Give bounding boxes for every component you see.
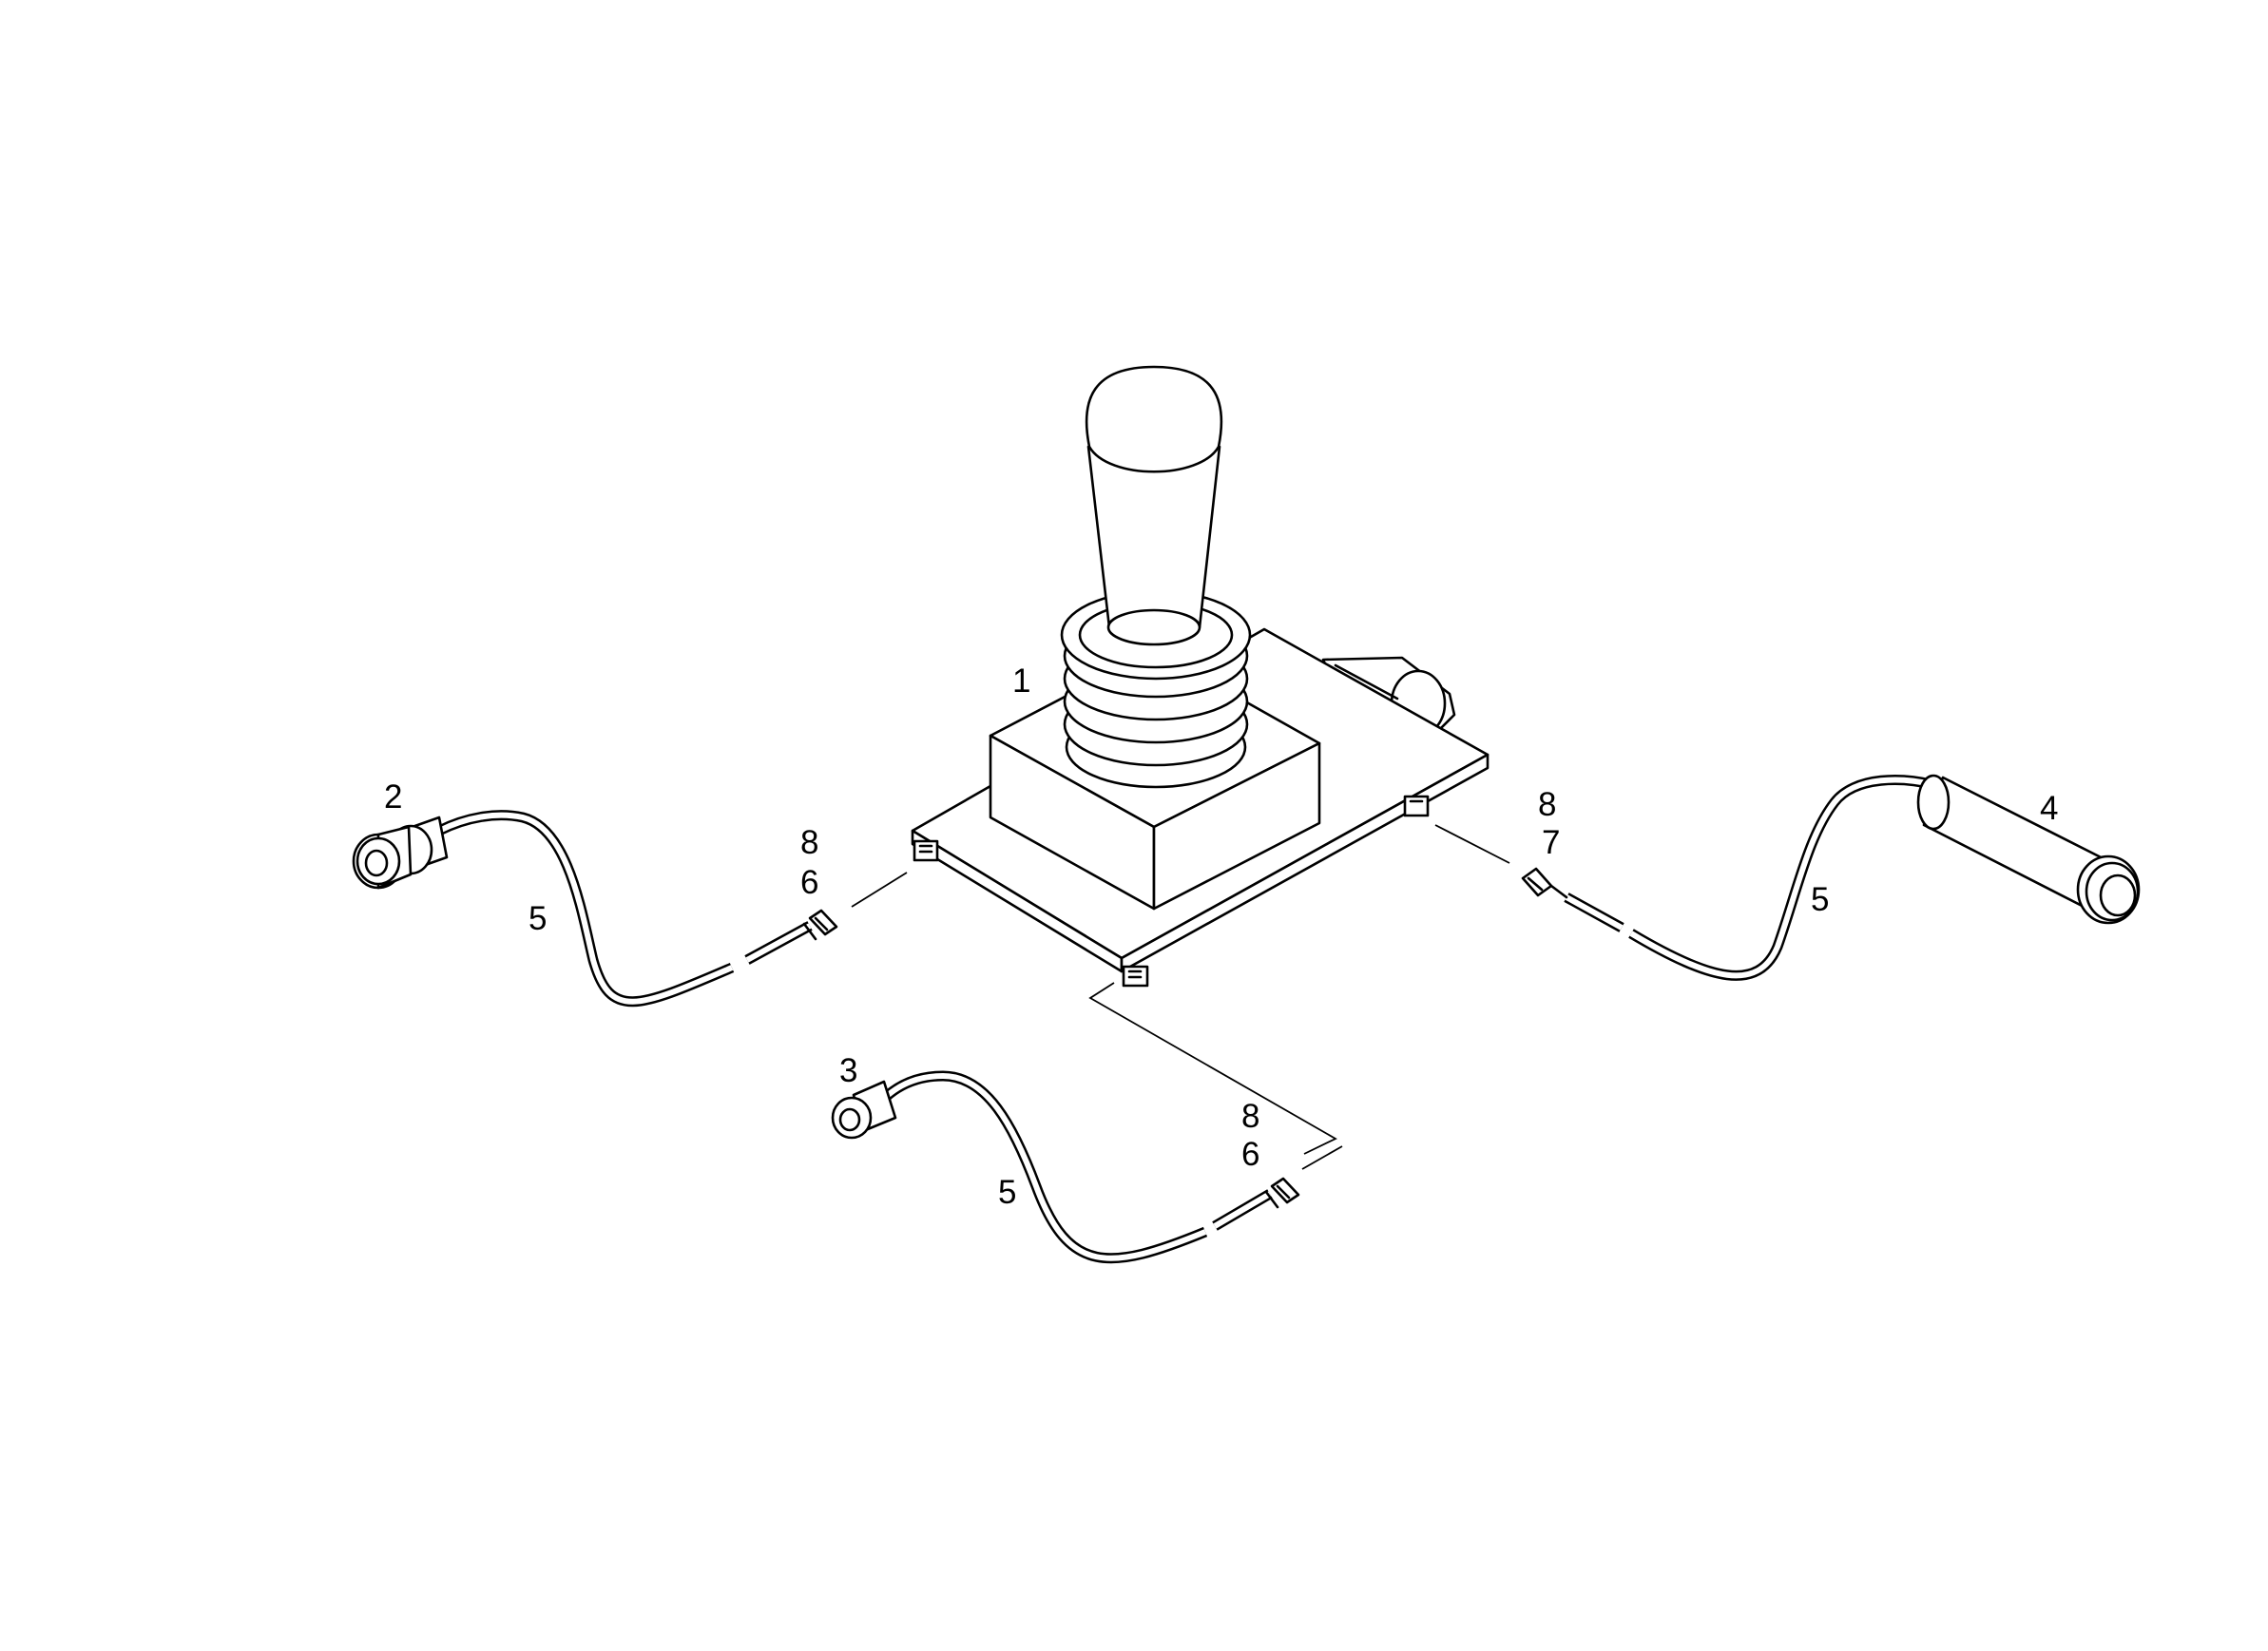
leader-lines: [851, 824, 1510, 1170]
round-connector-3: [831, 1080, 897, 1140]
plug-connector: [802, 909, 838, 941]
callout-labels: 1 2 3 4 5 5 5 6 6 7 8 8 8: [384, 662, 2058, 1211]
callout-6: 6: [800, 864, 818, 901]
callout-8: 8: [800, 824, 818, 861]
joystick-handle: [1085, 365, 1223, 646]
round-connector-2: [352, 816, 449, 890]
plug-connector: [1264, 1177, 1300, 1209]
callout-4: 4: [2040, 790, 2058, 827]
push-button-4: [1916, 774, 2141, 925]
callout-3: 3: [839, 1052, 857, 1089]
cable-harness-4: [1521, 774, 2141, 981]
bellows-boot: [1060, 589, 1252, 789]
callout-2: 2: [384, 778, 402, 816]
callout-8: 8: [1538, 786, 1556, 823]
mounting-clip: [1122, 965, 1149, 988]
mounting-clip: [913, 839, 939, 862]
cable-harness-2: [352, 810, 838, 1008]
callout-6: 6: [1241, 1136, 1259, 1173]
cable-harness-3: [831, 1070, 1300, 1264]
callout-5: 5: [1811, 881, 1829, 918]
plug-connector: [1521, 867, 1568, 899]
mounting-clip: [1403, 795, 1430, 817]
callout-8: 8: [1241, 1098, 1259, 1135]
callout-7: 7: [1542, 824, 1560, 861]
callout-1: 1: [1012, 662, 1030, 700]
callout-5: 5: [998, 1174, 1016, 1211]
callout-5: 5: [529, 900, 547, 937]
joystick-assembly: [911, 365, 1490, 988]
